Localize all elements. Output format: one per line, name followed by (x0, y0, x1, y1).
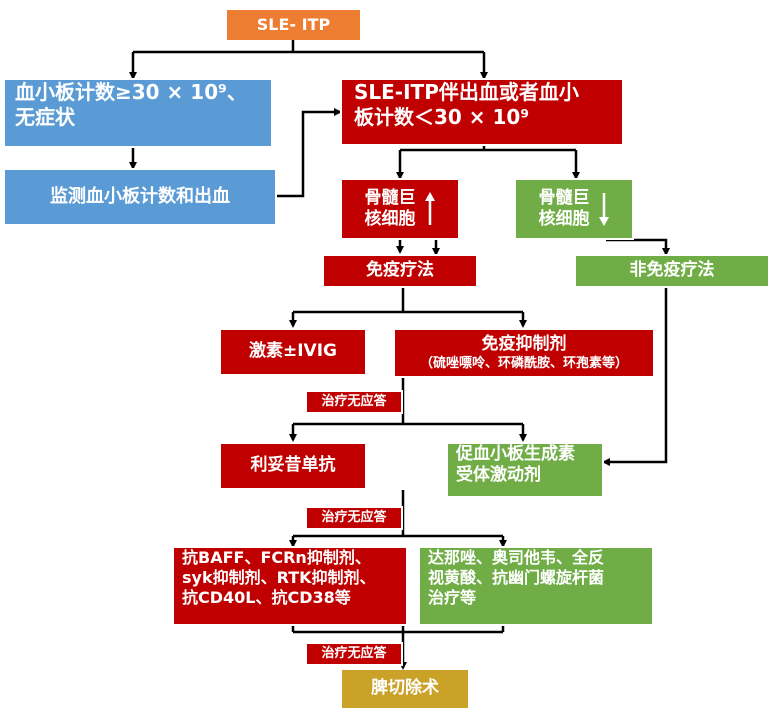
marrow-high-box: 骨髓巨 核细胞 (340, 178, 460, 240)
immunosuppressant-subtitle: （硫唑嘌呤、环磷酰胺、环孢素等） (419, 355, 628, 371)
monitor-box: 监测血小板计数和出血 (3, 168, 277, 226)
other-line1: 达那唑、奥司他韦、全反 (428, 548, 605, 567)
other-therapy-box: 达那唑、奥司他韦、全反 视黄酸、抗幽门螺旋杆菌 治疗等 (418, 546, 654, 626)
low-risk-line2: 无症状 (15, 105, 75, 129)
marrow-low-box: 骨髓巨 核细胞 (514, 178, 634, 240)
immunosuppressant-title: 免疫抑制剂 (481, 334, 567, 355)
no-response-2-label: 治疗无应答 (321, 509, 387, 525)
immunotherapy-label: 免疫疗法 (366, 260, 434, 281)
no-response-1-label: 治疗无应答 (321, 393, 387, 409)
marrow-low-line2: 核细胞 (538, 209, 590, 229)
low-risk-line1: 血小板计数≥30 × 10⁹、 (15, 80, 247, 104)
rituximab-label: 利妥昔单抗 (250, 455, 336, 476)
targeted-line2: syk抑制剂、RTK抑制剂、 (182, 568, 376, 587)
marrow-high-line2: 核细胞 (364, 209, 416, 229)
monitor-label: 监测血小板计数和出血 (50, 185, 230, 207)
targeted-therapy-box: 抗BAFF、FCRn抑制剂、 syk抑制剂、RTK抑制剂、 抗CD40L、抗CD… (172, 546, 408, 626)
tpo-line1: 促血小板生成素 (456, 444, 575, 464)
splenectomy-box: 脾切除术 (342, 670, 468, 708)
targeted-line1: 抗BAFF、FCRn抑制剂、 (182, 548, 371, 567)
marrow-low-line1: 骨髓巨 (538, 187, 590, 208)
no-response-2: 治疗无应答 (305, 506, 403, 530)
hormone-label: 激素±IVIG (248, 341, 337, 362)
rituximab-box: 利妥昔单抗 (219, 442, 367, 490)
high-risk-line1: SLE-ITP伴出血或者血小 (354, 80, 579, 104)
start-node: SLE- ITP (227, 10, 360, 40)
no-response-1: 治疗无应答 (305, 390, 403, 414)
arrow-down-icon (598, 193, 609, 226)
hormone-box: 激素±IVIG (219, 328, 367, 376)
tpo-agonist-box: 促血小板生成素 受体激动剂 (446, 442, 604, 498)
start-label: SLE- ITP (256, 15, 331, 34)
immunosuppressant-box: 免疫抑制剂 （硫唑嘌呤、环磷酰胺、环孢素等） (393, 328, 655, 378)
splenectomy-label: 脾切除术 (371, 678, 439, 699)
non-immunotherapy-box: 非免疫疗法 (574, 254, 770, 288)
no-response-3: 治疗无应答 (305, 642, 403, 666)
high-risk-line2: 板计数＜30 × 10⁹ (354, 105, 530, 129)
targeted-line3: 抗CD40L、抗CD38等 (182, 588, 351, 607)
tpo-line2: 受体激动剂 (456, 465, 541, 486)
no-response-3-label: 治疗无应答 (321, 645, 387, 661)
other-line3: 治疗等 (428, 588, 477, 607)
high-risk-box: SLE-ITP伴出血或者血小 板计数＜30 × 10⁹ (340, 78, 624, 146)
immunotherapy-box: 免疫疗法 (322, 254, 478, 288)
non-immunotherapy-label: 非免疫疗法 (629, 260, 715, 281)
low-risk-box: 血小板计数≥30 × 10⁹、 无症状 (3, 78, 273, 148)
other-line2: 视黄酸、抗幽门螺旋杆菌 (428, 568, 605, 587)
arrow-up-icon (424, 192, 435, 225)
marrow-high-line1: 骨髓巨 (364, 187, 416, 208)
